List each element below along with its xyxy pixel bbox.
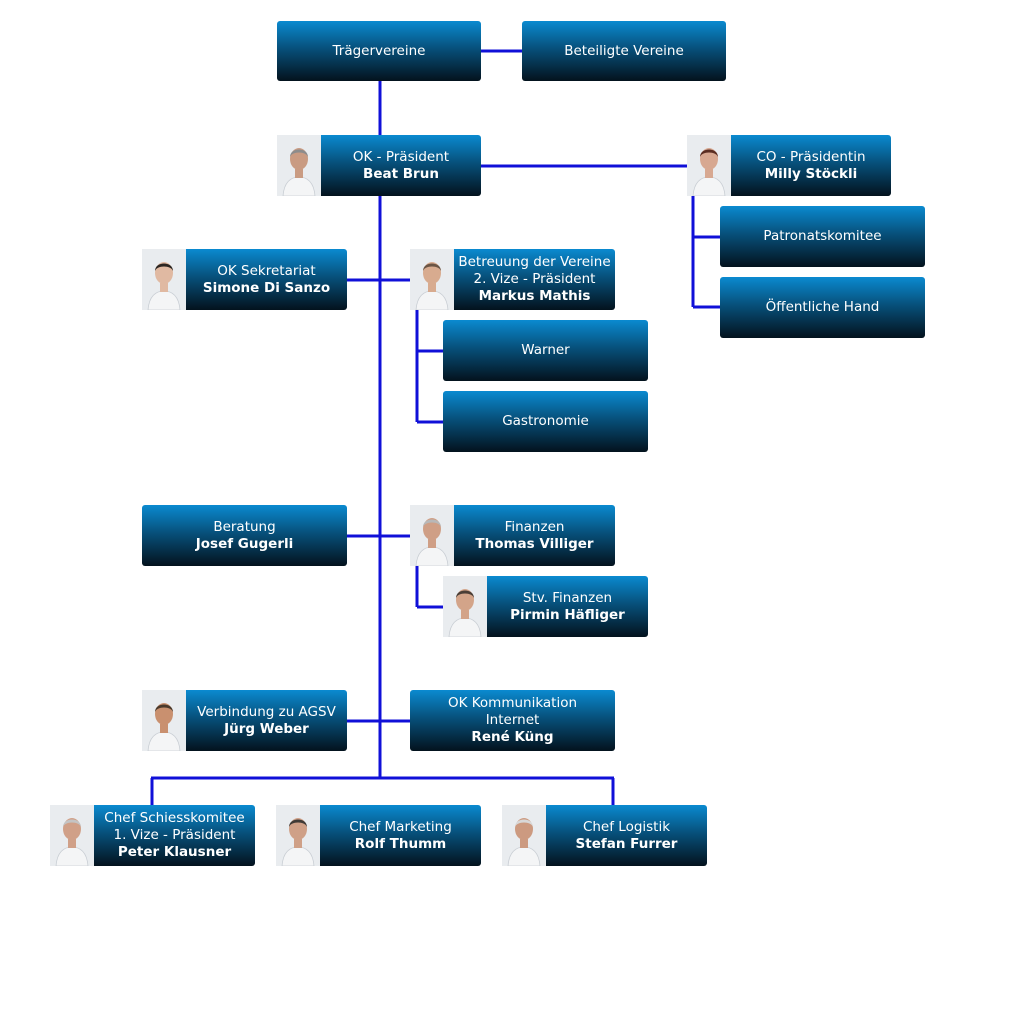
- org-box-traegervereine[interactable]: Trägervereine: [277, 21, 481, 81]
- role-label: Chef Logistik: [582, 818, 671, 835]
- portrait-photo: [276, 805, 320, 866]
- portrait-photo: [142, 690, 186, 751]
- box-text: Beteiligte Vereine: [522, 21, 726, 81]
- portrait-photo: [410, 249, 454, 310]
- role-label: Internet: [485, 712, 540, 728]
- person-name: Thomas Villiger: [475, 535, 594, 552]
- role-label: Chef Schiesskomitee: [104, 810, 245, 826]
- org-box-patronatskomitee[interactable]: Patronatskomitee: [720, 206, 925, 267]
- portrait-photo: [277, 135, 321, 196]
- role-label: OK Kommunikation: [447, 695, 578, 711]
- org-box-beteiligte[interactable]: Beteiligte Vereine: [522, 21, 726, 81]
- role-label: Öffentliche Hand: [765, 299, 880, 315]
- box-text: Trägervereine: [277, 21, 481, 81]
- person-name: Jürg Weber: [224, 720, 309, 737]
- portrait-photo: [502, 805, 546, 866]
- box-text: Gastronomie: [443, 391, 648, 452]
- portrait-photo: [687, 135, 731, 196]
- role-label: Stv. Finanzen: [522, 589, 613, 606]
- org-box-gastronomie[interactable]: Gastronomie: [443, 391, 648, 452]
- person-name: Stefan Furrer: [575, 835, 678, 852]
- box-text: Warner: [443, 320, 648, 381]
- role-label: Patronatskomitee: [763, 228, 882, 244]
- portrait-photo: [443, 576, 487, 637]
- person-name: Beat Brun: [363, 165, 439, 182]
- role-label: 1. Vize - Präsident: [113, 827, 236, 843]
- portrait-photo: [410, 505, 454, 566]
- person-name: Milly Stöckli: [764, 165, 858, 182]
- role-label: CO - Präsidentin: [756, 148, 866, 165]
- person-name: René Küng: [471, 729, 554, 745]
- role-label: Warner: [521, 342, 570, 358]
- portrait-photo: [50, 805, 94, 866]
- box-text: Öffentliche Hand: [720, 277, 925, 338]
- person-name: Pirmin Häfliger: [510, 606, 625, 623]
- role-label: 2. Vize - Präsident: [473, 271, 596, 287]
- person-name: Rolf Thumm: [354, 835, 447, 852]
- role-label: Beteiligte Vereine: [564, 42, 684, 59]
- portrait-photo: [142, 249, 186, 310]
- org-box-oeffentliche-hand[interactable]: Öffentliche Hand: [720, 277, 925, 338]
- role-label: Gastronomie: [502, 413, 589, 429]
- person-name: Josef Gugerli: [195, 535, 294, 552]
- role-label: Chef Marketing: [349, 818, 452, 835]
- box-text: Patronatskomitee: [720, 206, 925, 267]
- person-name: Markus Mathis: [478, 288, 591, 304]
- person-name: Simone Di Sanzo: [202, 279, 331, 296]
- role-label: Finanzen: [504, 518, 565, 535]
- role-label: Verbindung zu AGSV: [197, 703, 336, 720]
- role-label: Beratung: [213, 518, 276, 535]
- role-label: OK Sekretariat: [217, 262, 316, 279]
- role-label: Betreuung der Vereine: [458, 254, 611, 270]
- role-label: OK - Präsident: [352, 148, 450, 165]
- person-name: Peter Klausner: [117, 844, 232, 860]
- role-label: Trägervereine: [332, 42, 426, 59]
- org-box-warner[interactable]: Warner: [443, 320, 648, 381]
